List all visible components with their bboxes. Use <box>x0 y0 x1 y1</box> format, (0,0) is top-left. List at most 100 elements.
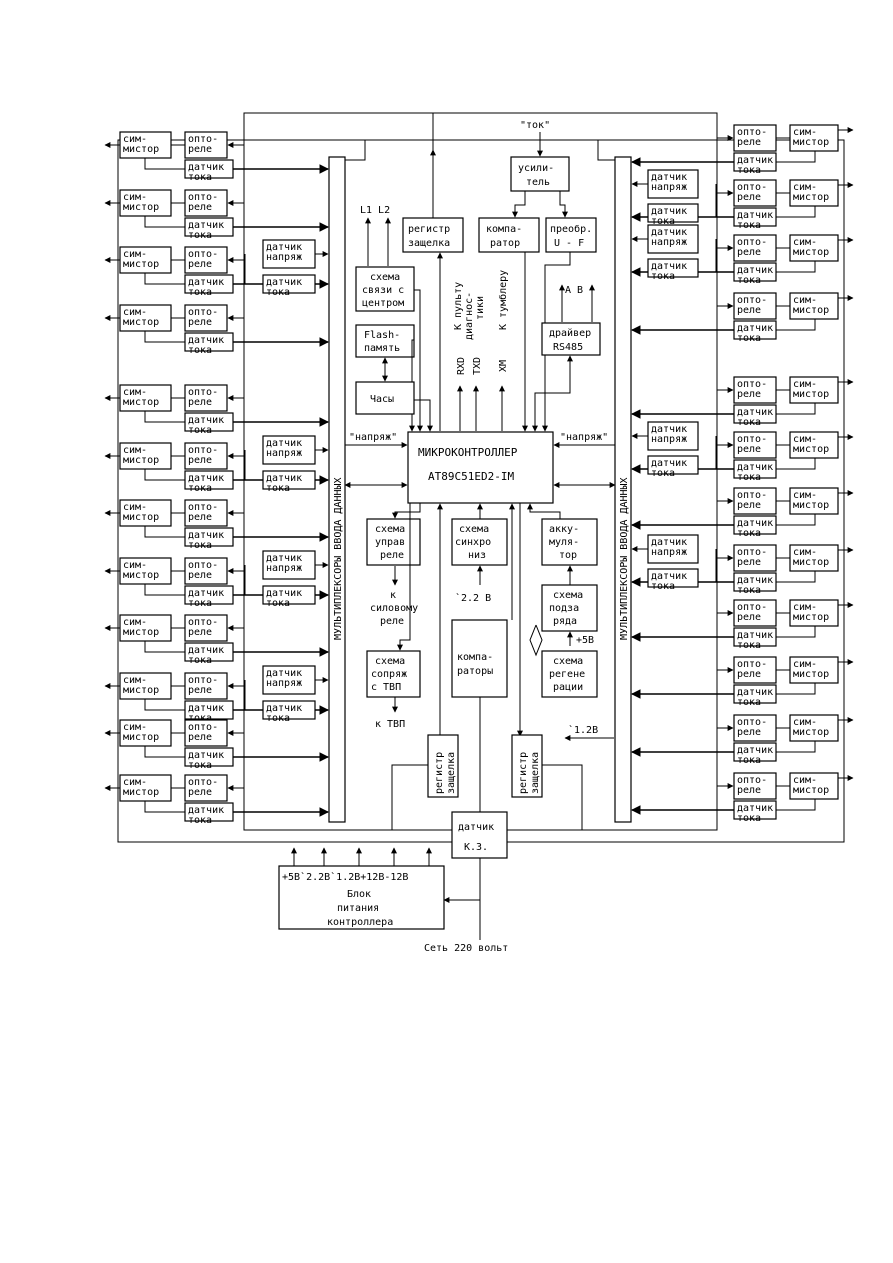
datchik-toka-box-2-label: тока <box>266 483 290 494</box>
datchik-toka-box-2-label: датчик <box>266 473 302 484</box>
simistor-box: сим-мистор <box>119 557 172 585</box>
optorele-box-label: опто- <box>737 717 767 728</box>
datchik-napr-box-label: датчик <box>651 172 687 183</box>
set-label: Сеть 220 вольт <box>424 943 508 954</box>
simistor-box: сим-мистор <box>119 131 172 159</box>
datchik-toka-box-label: датчик <box>188 645 224 656</box>
simistor-box: сим-мистор <box>789 292 839 320</box>
simistor-box-label: сим- <box>793 295 817 306</box>
silovomu-l3: реле <box>380 616 404 627</box>
optorele-box: опто-реле <box>733 292 777 320</box>
simistor-box-label: мистор <box>793 192 829 203</box>
optorele-box-label: реле <box>737 727 761 738</box>
simistor-box-label: мистор <box>123 397 159 408</box>
datchik-toka-box-2-label: датчик <box>266 703 302 714</box>
psu-title-l2: питания <box>337 903 379 914</box>
sinhro-l2: синхро <box>455 537 491 548</box>
registr-bot-left-l2: защелка <box>446 752 457 794</box>
optorele-box: опто-реле <box>184 557 228 585</box>
datchik-toka-box-label: датчик <box>188 473 224 484</box>
chasy-box <box>355 381 415 415</box>
datchik-toka-box-label: датчик <box>188 162 224 173</box>
svyaz-box <box>355 266 415 312</box>
simistor-box: сим-мистор <box>119 719 172 747</box>
svyaz-l1: схема <box>370 272 400 283</box>
simistor-box-label: сим- <box>793 659 817 670</box>
flash-box <box>355 324 415 358</box>
optorele-box-label: опто- <box>188 617 218 628</box>
optorele-box-label: реле <box>737 192 761 203</box>
datchik-toka-box-label: тока <box>188 483 212 494</box>
simistor-box-label: мистор <box>793 500 829 511</box>
registr-bot-right-l1: регистр <box>518 752 529 794</box>
optorele-box-label: опто- <box>737 379 767 390</box>
rs485-l1: драйвер <box>549 327 591 339</box>
napr-left-label: "напряж" <box>349 432 397 443</box>
datchik-toka-box-label: тока <box>737 528 761 539</box>
datchik-napr-box-label: датчик <box>266 553 302 564</box>
datchik-napr-box-label: напряж <box>651 182 687 193</box>
datchik-toka-box-label: тока <box>188 713 212 724</box>
optorele-box-label: опто- <box>737 237 767 248</box>
datchik-toka-box-label: тока <box>737 472 761 483</box>
tok-label: "ток" <box>520 120 550 131</box>
simistor-box-label: сим- <box>123 560 147 571</box>
simistor-box-label: мистор <box>793 389 829 400</box>
datchik-toka-box-label: датчик <box>737 210 773 221</box>
psu-box <box>278 865 445 930</box>
simistor-box: сим-мистор <box>789 179 839 207</box>
datchik-toka-box-2-label: тока <box>651 216 675 227</box>
optorele-box: опто-реле <box>184 442 228 470</box>
preobr-box <box>545 217 597 253</box>
simistor-box: сим-мистор <box>119 246 172 274</box>
datchik-toka-box-label: датчик <box>737 575 773 586</box>
datchik-toka-box-2-label: тока <box>266 287 290 298</box>
right-channel-group: опто-релесим-мистордатчиктокаопто-релеси… <box>631 124 854 824</box>
datchik-napr-box-label: напряж <box>266 448 302 459</box>
left-channel-group: сим-мисторопто-реледатчиктокасим-мисторо… <box>104 131 329 826</box>
optorele-box: опто-реле <box>733 179 777 207</box>
chasy-label: Часы <box>370 394 394 405</box>
datchik-napr-box-label: напряж <box>651 434 687 445</box>
datchik-napr-box-label: напряж <box>651 547 687 558</box>
datchik-toka-box-label: тока <box>737 333 761 344</box>
rxd-label: RXD <box>456 357 467 375</box>
optorele-box: опто-реле <box>733 714 777 742</box>
registr-top-l2: защелка <box>408 238 450 249</box>
simistor-box-label: мистор <box>793 137 829 148</box>
datchik-toka-box-label: датчик <box>737 518 773 529</box>
svyaz-l3: центром <box>362 298 404 309</box>
psu-title-l3: контроллера <box>327 917 393 928</box>
simistor-box-label: мистор <box>793 727 829 738</box>
optorele-box: опто-реле <box>733 487 777 515</box>
simistor-box-label: мистор <box>123 627 159 638</box>
mcu-model: AT89C51ED2-IM <box>428 470 514 483</box>
simistor-box: сим-мистор <box>119 672 172 700</box>
regen-box <box>541 650 598 698</box>
datchik-toka-box-label: тока <box>737 697 761 708</box>
datchik-napr-box-label: напряж <box>266 252 302 263</box>
optorele-box-label: опто- <box>737 547 767 558</box>
tiki-label: тики <box>475 296 486 320</box>
flash-l1: Flash- <box>364 330 400 341</box>
simistor-box: сим-мистор <box>119 384 172 412</box>
optorele-box-label: реле <box>737 137 761 148</box>
datchik-toka-box-label: датчик <box>737 745 773 756</box>
datchik-toka-box-2-label: тока <box>651 468 675 479</box>
